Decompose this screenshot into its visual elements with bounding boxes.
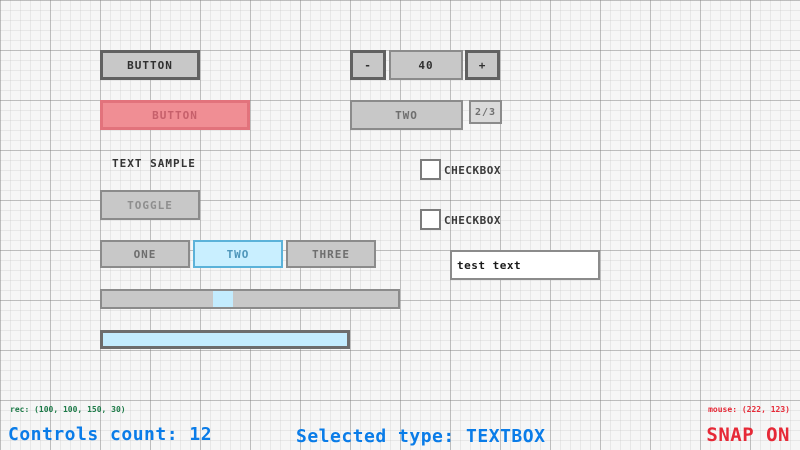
toggle-button[interactable]: TOGGLE bbox=[100, 190, 200, 220]
checkbox-bottom-label: CHECKBOX bbox=[444, 214, 501, 227]
status-snap-mode: SNAP ON bbox=[706, 424, 790, 446]
progress-bar bbox=[100, 330, 350, 349]
combobox[interactable]: TWO bbox=[350, 100, 463, 130]
text-sample-label: TEXT SAMPLE bbox=[112, 157, 196, 170]
checkbox-top[interactable] bbox=[420, 159, 441, 180]
spinner-value-box[interactable]: 40 bbox=[389, 50, 463, 80]
checkbox-top-label: CHECKBOX bbox=[444, 164, 501, 177]
slider-handle[interactable] bbox=[213, 291, 233, 307]
status-controls-count: Controls count: 12 bbox=[8, 424, 213, 445]
toggle-group-item-three[interactable]: THREE bbox=[286, 240, 376, 268]
textbox-input[interactable]: test text bbox=[450, 250, 600, 280]
button-selected[interactable]: BUTTON bbox=[100, 100, 250, 130]
status-rec-coordinates: rec: (100, 100, 150, 30) bbox=[10, 405, 126, 414]
button-normal[interactable]: BUTTON bbox=[100, 50, 200, 80]
status-selected-type: Selected type: TEXTBOX bbox=[296, 426, 546, 447]
toggle-group-item-one[interactable]: ONE bbox=[100, 240, 190, 268]
combobox-counter[interactable]: 2/3 bbox=[469, 100, 502, 124]
spinner-increment-button[interactable]: + bbox=[465, 50, 500, 80]
slider-bar[interactable] bbox=[100, 289, 400, 309]
spinner-decrement-button[interactable]: - bbox=[350, 50, 386, 80]
progress-bar-fill bbox=[103, 333, 347, 346]
status-mouse-coordinates: mouse: (222, 123) bbox=[708, 405, 790, 414]
checkbox-bottom[interactable] bbox=[420, 209, 441, 230]
toggle-group-item-two-active[interactable]: TWO bbox=[193, 240, 283, 268]
